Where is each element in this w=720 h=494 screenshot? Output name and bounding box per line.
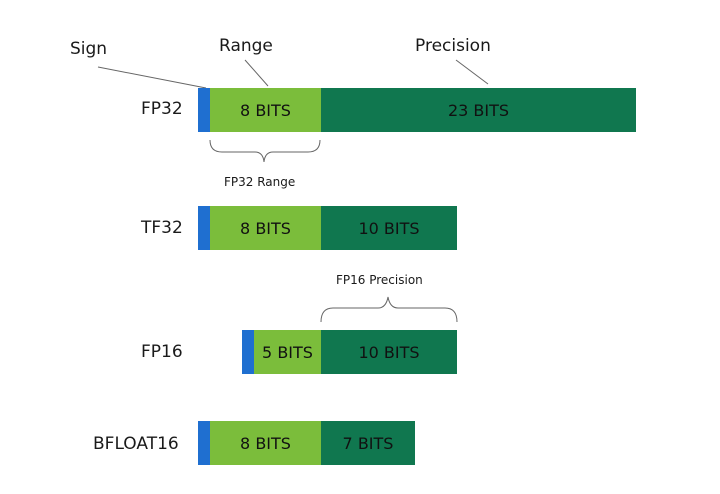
range-segment: 8 BITS <box>210 88 321 132</box>
format-label: TF32 <box>141 218 183 238</box>
precision-pointer-line <box>455 59 489 85</box>
format-label: FP32 <box>141 99 183 119</box>
range-segment: 8 BITS <box>210 421 321 465</box>
precision-segment: 23 BITS <box>321 88 636 132</box>
sign-bit-segment <box>198 206 210 250</box>
precision-segment: 10 BITS <box>321 330 457 374</box>
range-pointer-line <box>244 59 269 87</box>
fp16-precision-brace <box>320 296 458 323</box>
fp16-precision-annotation: FP16 Precision <box>336 273 423 287</box>
fp32-range-brace <box>209 139 321 163</box>
fp32-range-annotation: FP32 Range <box>224 175 296 189</box>
sign-bit-segment <box>198 88 210 132</box>
sign-header: Sign <box>70 39 108 59</box>
sign-bit-segment <box>242 330 254 374</box>
range-segment: 8 BITS <box>210 206 321 250</box>
precision-segment: 7 BITS <box>321 421 415 465</box>
format-label: FP16 <box>141 342 183 362</box>
precision-header: Precision <box>415 36 491 56</box>
range-header: Range <box>219 36 273 56</box>
sign-pointer-line <box>97 66 207 89</box>
precision-segment: 10 BITS <box>321 206 457 250</box>
sign-bit-segment <box>198 421 210 465</box>
format-label: BFLOAT16 <box>93 434 179 454</box>
range-segment: 5 BITS <box>254 330 321 374</box>
